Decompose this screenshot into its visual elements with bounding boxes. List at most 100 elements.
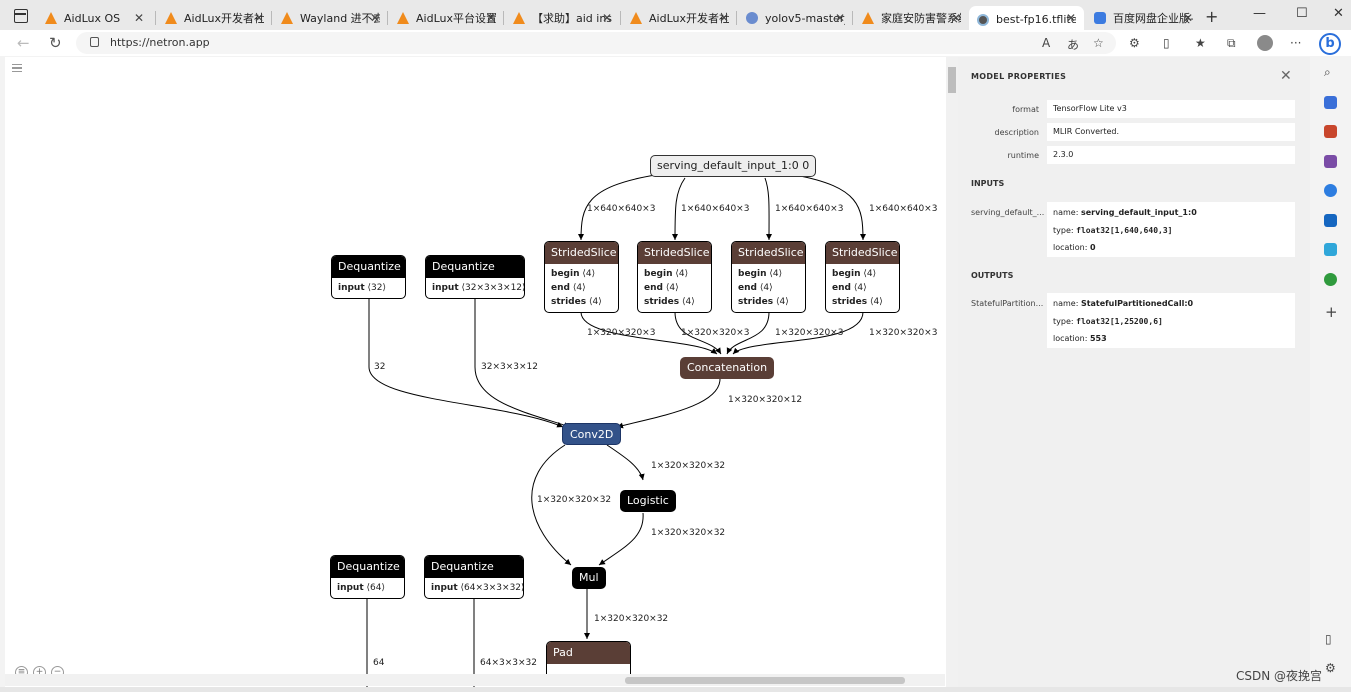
address-bar[interactable]: https://netron.app: [76, 32, 1116, 54]
refresh-icon[interactable]: ↻: [49, 34, 62, 52]
aidlux-icon: [45, 12, 57, 24]
browser-tab[interactable]: 【求助】aid instal ✕: [505, 6, 620, 30]
concatenation-node[interactable]: Concatenation: [680, 357, 775, 379]
close-icon[interactable]: ✕: [369, 11, 380, 25]
favorite-add-icon[interactable]: ☆: [1093, 36, 1104, 50]
aidlux-icon: [862, 12, 874, 24]
settings-icon[interactable]: ⚙: [1325, 661, 1336, 675]
close-icon[interactable]: ✕: [1182, 11, 1193, 25]
node-title: Pad: [547, 642, 630, 664]
games-icon[interactable]: [1324, 155, 1337, 168]
tab-divider: [736, 11, 737, 25]
node-attributes: begin ⟨4⟩ end ⟨4⟩ strides ⟨4⟩: [738, 269, 789, 307]
close-icon[interactable]: ✕: [485, 11, 496, 25]
close-icon[interactable]: ✕: [1280, 68, 1292, 84]
input-details[interactable]: name: serving_default_input_1:0 type: fl…: [1047, 202, 1295, 257]
more-menu-icon[interactable]: ···: [1290, 36, 1302, 50]
close-icon[interactable]: ✕: [950, 11, 961, 25]
conv2d-node[interactable]: Conv2D: [562, 423, 622, 445]
browser-tab[interactable]: AidLux OS ✕: [37, 6, 152, 30]
split-screen-icon[interactable]: ▯: [1163, 36, 1170, 50]
back-icon[interactable]: ←: [17, 34, 30, 52]
close-icon[interactable]: ✕: [834, 11, 845, 25]
menu-icon[interactable]: [12, 64, 22, 72]
node-attributes: input ⟨64⟩: [337, 583, 386, 593]
aidlux-icon: [281, 12, 293, 24]
close-icon[interactable]: ✕: [1065, 11, 1076, 25]
window-close-icon[interactable]: ✕: [1333, 6, 1344, 21]
favorites-icon[interactable]: ★: [1195, 36, 1206, 50]
browser-tab[interactable]: AidLux开发者社区 ✕: [622, 6, 737, 30]
tab-divider: [503, 11, 504, 25]
outlook-icon[interactable]: [1324, 214, 1337, 227]
logistic-node[interactable]: Logistic: [620, 490, 676, 512]
edge-sidebar: ⌕ + ▯ ⚙: [1310, 57, 1351, 692]
avatar[interactable]: [1257, 35, 1273, 51]
collections-icon[interactable]: ⧉: [1227, 36, 1236, 50]
outputs-heading: OUTPUTS: [971, 271, 1014, 280]
aidlux-icon: [630, 12, 642, 24]
edge-label: 64×3×3×32: [480, 658, 537, 668]
close-icon[interactable]: ✕: [718, 11, 729, 25]
sidebar-layout-icon[interactable]: ▯: [1325, 632, 1332, 646]
aidlux-icon: [165, 12, 177, 24]
browser-tab[interactable]: 家庭安防害警系统 ✕: [854, 6, 969, 30]
node-title: StridedSlice: [638, 242, 711, 264]
tab-label: AidLux开发者社区: [649, 12, 729, 25]
tab-actions-icon[interactable]: [14, 9, 28, 23]
browser-tab[interactable]: AidLux开发者社区 ✕: [157, 6, 272, 30]
add-icon[interactable]: +: [1325, 303, 1338, 321]
new-tab-icon[interactable]: +: [1205, 7, 1219, 26]
browser-tab-active[interactable]: best-fp16.tflite ✕: [969, 6, 1084, 33]
prop-label: description: [994, 128, 1039, 137]
tree-icon[interactable]: [1324, 273, 1337, 286]
browser-tab[interactable]: yolov5-master_免 ✕: [738, 6, 853, 30]
tab-divider: [387, 11, 388, 25]
tab-divider: [155, 11, 156, 25]
huggingface-icon: [746, 12, 758, 24]
node-attributes: begin ⟨4⟩ end ⟨4⟩ strides ⟨4⟩: [551, 269, 602, 307]
send-icon[interactable]: [1324, 243, 1337, 256]
translate-icon[interactable]: あ: [1067, 38, 1080, 52]
prop-label: format: [1012, 105, 1039, 114]
tab-label: AidLux开发者社区: [184, 12, 264, 25]
browser-tab[interactable]: 百度网盘企业版-企 ✕: [1086, 6, 1201, 30]
browser-tab[interactable]: AidLux平台设置XF ✕: [389, 6, 504, 30]
dequantize-node[interactable]: Dequantize input ⟨64×3×3×32⟩: [424, 555, 524, 599]
input-label: serving_default_...: [971, 208, 1045, 217]
status-bar: [0, 687, 1351, 692]
horizontal-scrollbar[interactable]: [5, 674, 945, 686]
minimize-icon[interactable]: —: [1253, 6, 1266, 21]
search-icon[interactable]: ⌕: [1324, 65, 1331, 79]
extensions-icon[interactable]: ⚙: [1129, 36, 1140, 50]
node-title: Dequantize: [332, 256, 405, 278]
graph-input-node[interactable]: serving_default_input_1:0 0: [650, 155, 817, 177]
read-aloud-icon[interactable]: A: [1042, 36, 1051, 50]
close-icon[interactable]: ✕: [133, 11, 144, 25]
edge-label: 32×3×3×12: [481, 362, 538, 372]
tab-label: best-fp16.tflite: [996, 13, 1076, 26]
vertical-scrollbar[interactable]: [946, 57, 958, 687]
browser-tab[interactable]: Wayland 进不去- A ✕: [273, 6, 388, 30]
model-graph-canvas[interactable]: serving_default_input_1:0 0 1×640×640×3 …: [5, 57, 945, 687]
maximize-icon[interactable]: ☐: [1296, 6, 1308, 21]
output-details[interactable]: name: StatefulPartitionedCall:0 type: fl…: [1047, 293, 1295, 348]
aidlux-icon: [397, 12, 409, 24]
strided-slice-node[interactable]: StridedSlice begin ⟨4⟩ end ⟨4⟩ strides ⟨…: [731, 241, 806, 313]
scroll-thumb[interactable]: [948, 67, 956, 93]
dequantize-node[interactable]: Dequantize input ⟨32⟩: [331, 255, 406, 299]
tools-icon[interactable]: [1324, 125, 1337, 138]
strided-slice-node[interactable]: StridedSlice begin ⟨4⟩ end ⟨4⟩ strides ⟨…: [825, 241, 900, 313]
strided-slice-node[interactable]: StridedSlice begin ⟨4⟩ end ⟨4⟩ strides ⟨…: [544, 241, 619, 313]
close-icon[interactable]: ✕: [601, 11, 612, 25]
mul-node[interactable]: Mul: [572, 567, 606, 589]
dequantize-node[interactable]: Dequantize input ⟨64⟩: [330, 555, 405, 599]
office-icon[interactable]: [1324, 184, 1337, 197]
shopping-icon[interactable]: [1324, 96, 1337, 109]
strided-slice-node[interactable]: StridedSlice begin ⟨4⟩ end ⟨4⟩ strides ⟨…: [637, 241, 712, 313]
dequantize-node[interactable]: Dequantize input ⟨32×3×3×12⟩: [425, 255, 525, 299]
scroll-thumb[interactable]: [625, 677, 905, 684]
address-toolbar: ← ↻ https://netron.app A あ ☆ ⚙ ▯ ★ ⧉ ···…: [0, 30, 1351, 56]
bing-icon[interactable]: b: [1319, 33, 1341, 55]
close-icon[interactable]: ✕: [253, 11, 264, 25]
